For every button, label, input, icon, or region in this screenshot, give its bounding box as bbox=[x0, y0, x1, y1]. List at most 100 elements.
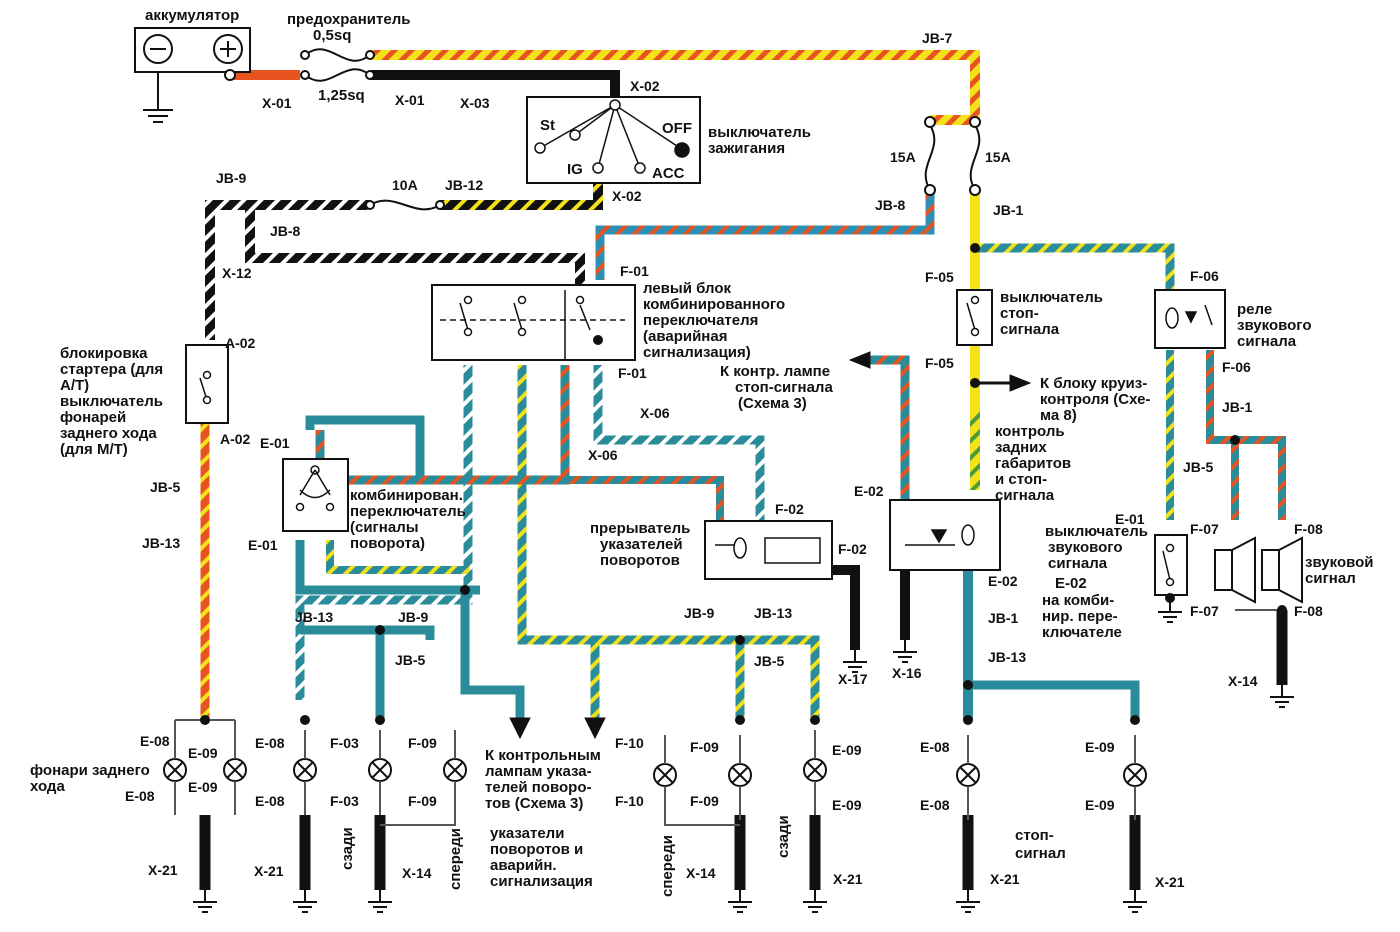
relay-internals bbox=[715, 304, 1213, 564]
turn-hazard-label-3: аварийн. bbox=[490, 857, 557, 874]
connector-label: E-08 bbox=[125, 788, 155, 804]
connector-label: E-09 bbox=[188, 779, 218, 795]
arrow-down-icon bbox=[584, 717, 606, 740]
turn-switch-label-3: (сигналы bbox=[350, 519, 419, 536]
horn-left-icon bbox=[1214, 536, 1256, 604]
flasher-label-1: прерыватель bbox=[590, 520, 690, 537]
connector-label: F-02 bbox=[838, 541, 867, 557]
battery-plus-icon bbox=[213, 34, 243, 64]
wire-ig-black-yellow bbox=[440, 180, 603, 210]
connector-label: X-16 bbox=[892, 665, 922, 681]
connector-label: JB-8 bbox=[875, 197, 906, 213]
combo-switch-label-3: переключателя bbox=[643, 312, 758, 329]
stop-switch-label-1: выключатель bbox=[1000, 289, 1103, 306]
stop-switch-label-2: стоп- bbox=[1000, 305, 1039, 322]
ign-st-label: St bbox=[540, 117, 555, 134]
rear-right-label: сзади bbox=[775, 815, 792, 858]
ign-ig-label: IG bbox=[567, 161, 583, 178]
connector-label: X-21 bbox=[833, 871, 863, 887]
connector-label: E-08 bbox=[255, 793, 285, 809]
lamps bbox=[163, 730, 1147, 820]
stop-lamp-control-label-1: К контр. лампе bbox=[720, 363, 830, 380]
arrow-left-icon bbox=[848, 351, 871, 369]
connector-label: E-08 bbox=[255, 735, 285, 751]
fuse-15a-right-label: 15A bbox=[985, 149, 1011, 165]
connector-label: E-01 bbox=[248, 537, 278, 553]
connector-label: X-01 bbox=[262, 95, 292, 111]
connector-label: F-07 bbox=[1190, 521, 1219, 537]
combo-switch-label-4: (аварийная bbox=[643, 328, 727, 345]
stop-lamp-control-label-2: стоп-сигнала bbox=[735, 379, 833, 396]
connector-label: F-06 bbox=[1190, 268, 1219, 284]
rear-control-label-5: сигнала bbox=[995, 487, 1055, 504]
connector-label: X-03 bbox=[460, 95, 490, 111]
connector-label: X-02 bbox=[612, 188, 642, 204]
connector-label: F-02 bbox=[775, 501, 804, 517]
connector-label: E-02 bbox=[854, 483, 884, 499]
connector-label: F-09 bbox=[690, 739, 719, 755]
ground-icon bbox=[803, 890, 827, 913]
lamp-cross bbox=[446, 761, 464, 779]
connector-label: E-09 bbox=[832, 742, 862, 758]
combo-switch-label-1: левый блок bbox=[643, 280, 731, 297]
connector-label: JB-5 bbox=[150, 479, 181, 495]
fuse-15a-icons bbox=[924, 116, 981, 196]
turn-hazard-label-1: указатели bbox=[490, 825, 564, 842]
connector-label: F-10 bbox=[615, 793, 644, 809]
rear-control-label-1: контроль bbox=[995, 423, 1065, 440]
lamp-cross bbox=[166, 761, 184, 779]
connector-label: JB-5 bbox=[1183, 459, 1214, 475]
connector-label: JB-13 bbox=[142, 535, 180, 551]
turn-switch-label-4: поворота) bbox=[350, 535, 425, 552]
stop-control-box bbox=[889, 499, 1001, 571]
horn-label-2: сигнал bbox=[1305, 570, 1356, 587]
connector-label: X-14 bbox=[686, 865, 716, 881]
starter-lock-label-4: выключатель bbox=[60, 393, 163, 410]
flasher-label-3: поворотов bbox=[600, 552, 680, 569]
fuse-10a-label: 10A bbox=[392, 177, 418, 193]
horn-switch-label-3: сигнала bbox=[1048, 555, 1108, 572]
cruise-label-2: контроля (Схе- bbox=[1040, 391, 1150, 408]
stop-lamp-control-label-3: (Схема 3) bbox=[738, 395, 807, 412]
connector-label: A-02 bbox=[225, 335, 256, 351]
connector-label: X-14 bbox=[402, 865, 432, 881]
turn-hazard-label-4: сигнализация bbox=[490, 873, 593, 890]
connector-label: E-09 bbox=[832, 797, 862, 813]
horn-switch-note-3: нир. пере- bbox=[1042, 608, 1118, 625]
arrows bbox=[509, 351, 1032, 740]
horn-label-1: звуковой bbox=[1305, 554, 1374, 571]
arrow-down-icon bbox=[509, 717, 531, 740]
junction-dots bbox=[200, 243, 1287, 725]
connector-label: F-05 bbox=[925, 269, 954, 285]
turn-switch-label-2: переключатель bbox=[350, 503, 466, 520]
wires bbox=[174, 50, 1288, 890]
front-left-label: спереди bbox=[447, 828, 464, 890]
horn-switch-label-2: звукового bbox=[1048, 539, 1123, 556]
rear-control-label-2: задних bbox=[995, 439, 1047, 456]
connector-label: X-06 bbox=[588, 447, 618, 463]
wire-main-black bbox=[370, 70, 620, 100]
connector-label: F-06 bbox=[1222, 359, 1251, 375]
connector-label: F-08 bbox=[1294, 521, 1323, 537]
indicator-lamps-label-4: тов (Схема 3) bbox=[485, 795, 583, 812]
wire-main-yellow-red bbox=[370, 50, 980, 120]
connector-label: E-08 bbox=[920, 739, 950, 755]
arrow-right-icon bbox=[1009, 374, 1032, 392]
turn-switch-label-1: комбинирован. bbox=[350, 487, 463, 504]
starter-lock-label-1: блокировка bbox=[60, 345, 148, 362]
lamp-cross bbox=[1126, 766, 1144, 784]
fuse-15a-left-label: 15A bbox=[890, 149, 916, 165]
connector-label: X-12 bbox=[222, 265, 252, 281]
lamp-cross bbox=[806, 761, 824, 779]
connector-label: JB-9 bbox=[684, 605, 715, 621]
connector-label: X-06 bbox=[640, 405, 670, 421]
stop-signal-label-2: сигнал bbox=[1015, 845, 1066, 862]
wire-05-label: 0,5sq bbox=[313, 27, 351, 44]
horn-switch-note-2: на комби- bbox=[1042, 592, 1114, 609]
connector-label: F-01 bbox=[618, 365, 647, 381]
connector-label: F-03 bbox=[330, 793, 359, 809]
lamp-cross bbox=[371, 761, 389, 779]
ground-icon bbox=[1270, 685, 1294, 708]
ignition-switch-label-2: зажигания bbox=[708, 140, 785, 157]
horn-relay-label-3: сигнала bbox=[1237, 333, 1297, 350]
